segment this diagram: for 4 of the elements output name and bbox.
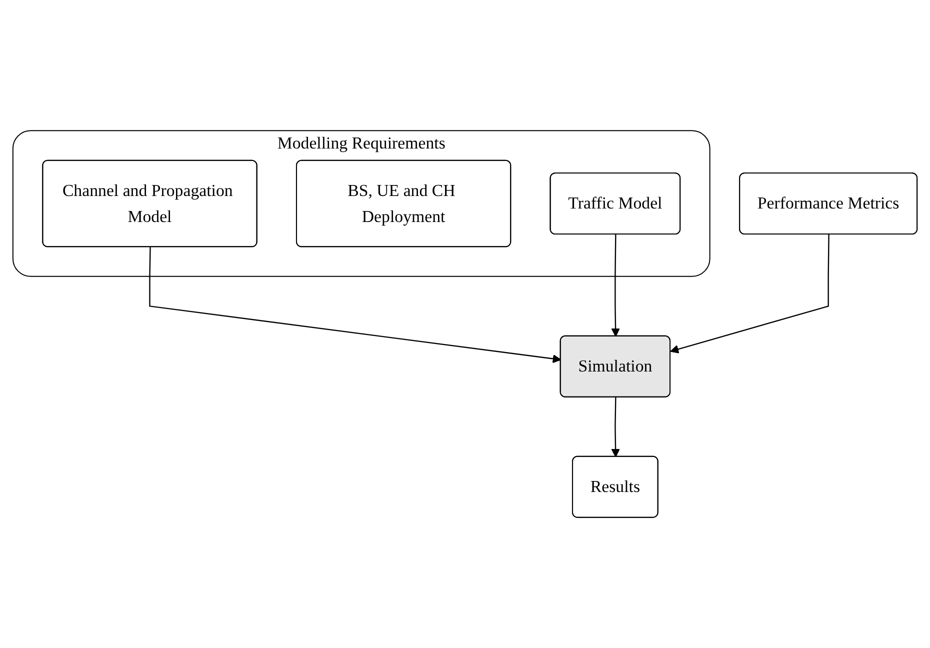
arrow [670,234,830,354]
arrow [611,397,620,458]
arrow [149,247,562,364]
arrow [611,234,620,337]
